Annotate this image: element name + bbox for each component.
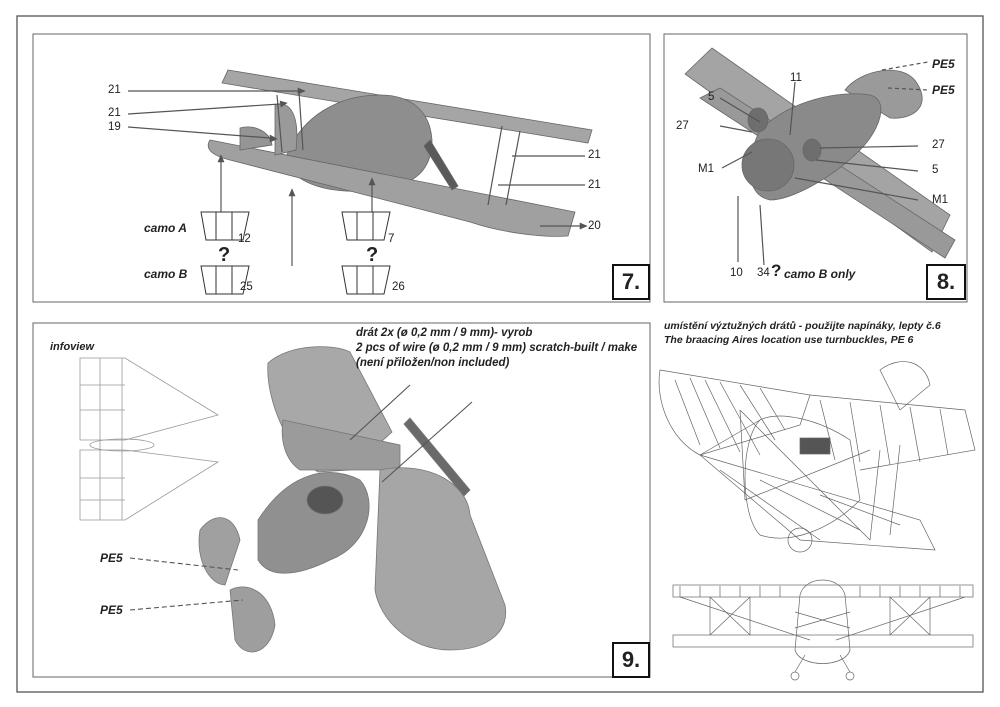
step9-label: 9. [612,642,650,678]
step7-biplane [207,69,593,237]
page-frame [16,15,984,693]
callout-pe5-a: PE5 [932,57,955,71]
bracing-instruction-en: The braacing Aires location use turnbuck… [664,334,914,346]
camo-b-only-label: camo B only [784,267,856,281]
callout-pe5-c: PE5 [100,551,123,565]
question-mark-2: ? [366,244,379,266]
callout-m1a: M1 [698,163,714,175]
callout-11: 11 [790,72,802,84]
step8-panel [663,33,968,303]
callout-pe5-d: PE5 [100,603,123,617]
callout-21d: 21 [588,179,601,191]
infoview-label: infoview [50,341,95,353]
callout-20: 20 [588,220,601,232]
bracing-drawing-perspective [658,361,976,553]
step7-camo-parts [200,211,391,295]
step8-label: 8. [926,264,966,300]
callout-10: 10 [730,267,743,279]
step7-panel [32,33,651,303]
callout-26: 26 [392,281,405,293]
callout-27b: 27 [932,139,945,151]
bracing-drawing-front [672,579,974,681]
callout-7: 7 [388,233,395,245]
callout-12: 12 [238,233,251,245]
callout-21a: 21 [108,84,121,96]
callout-pe5-b: PE5 [932,83,955,97]
camo-a-label: camo A [144,221,187,235]
infoview-drawing [79,357,220,521]
callout-25: 25 [240,281,253,293]
callout-5b: 5 [932,164,939,176]
wire-instruction-cz: drát 2x (ø 0,2 mm / 9 mm)- vyrob [356,327,533,339]
callout-21c: 21 [588,149,601,161]
wire-instruction-en: 2 pcs of wire (ø 0,2 mm / 9 mm) scratch-… [356,342,638,354]
callout-m1b: M1 [932,194,948,206]
bracing-instruction-cz: umístění výztužných drátů - použijte nap… [664,320,941,332]
camo-b-label: camo B [144,267,188,281]
callout-5a: 5 [708,91,715,103]
callout-27a: 27 [676,120,689,132]
callout-19: 19 [108,121,121,133]
step8-biplane [684,47,956,259]
callout-34: 34 [757,267,770,279]
step7-label: 7. [612,264,650,300]
wire-note: (není přiložen/non included) [356,357,510,369]
step9-panel [32,322,651,678]
step9-biplane [198,346,507,653]
question-mark-3: ? [771,261,782,280]
callout-21b: 21 [108,107,121,119]
question-mark-1: ? [218,244,231,266]
